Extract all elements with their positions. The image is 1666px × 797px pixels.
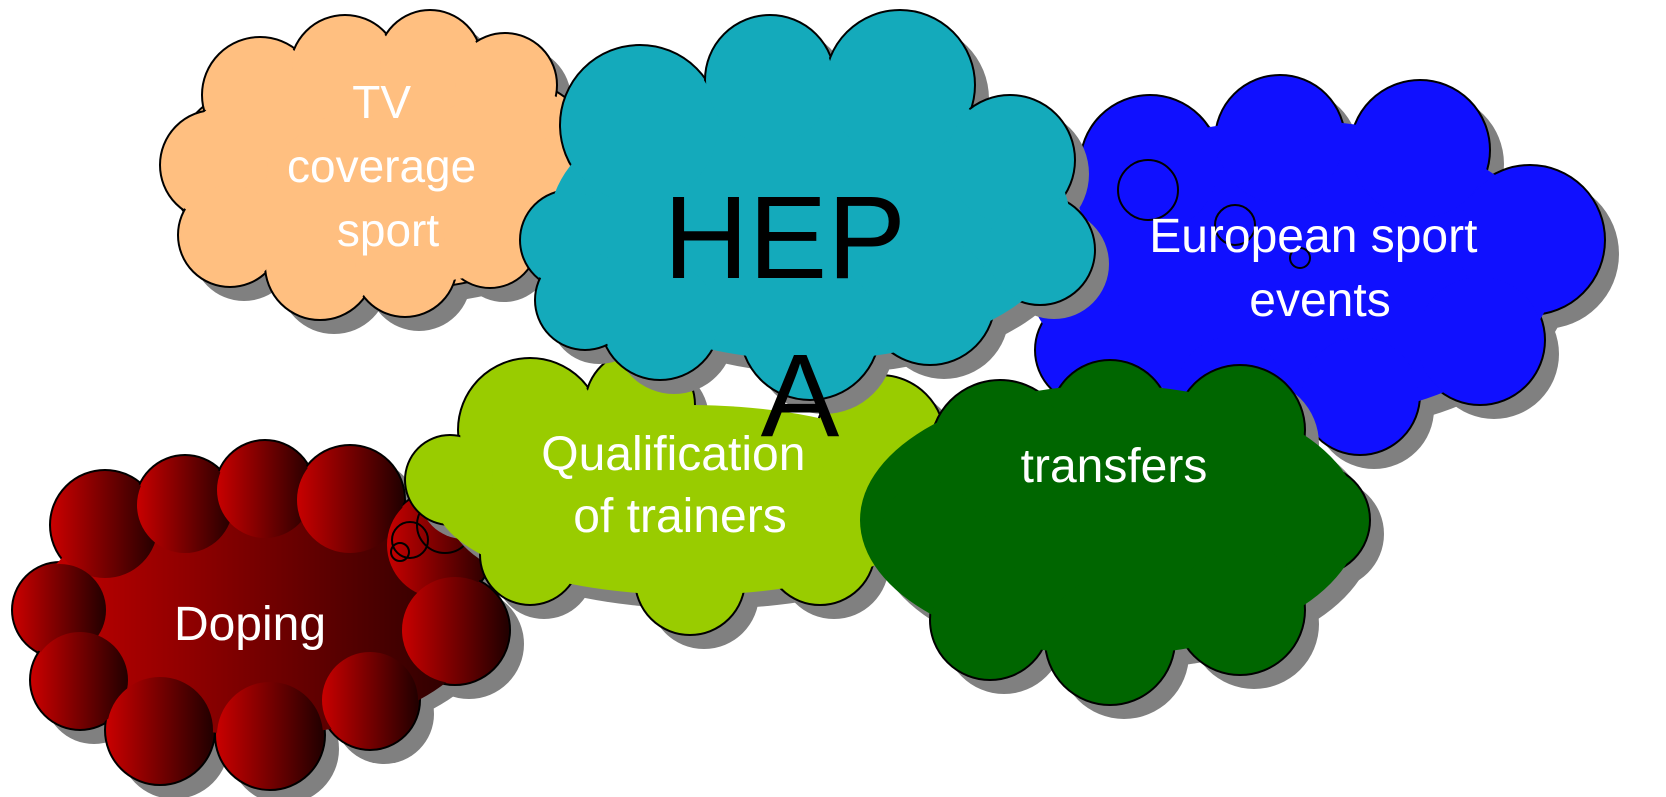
label-line: sport [337,204,439,256]
cloud-label-hepa: HEP A [663,172,936,462]
cloud-label-european: European sport events [1149,210,1491,327]
cloud-label-doping: Doping [174,598,326,651]
cloud-doping [11,439,528,797]
label-line: transfers [1021,440,1208,493]
label-line: Doping [174,598,326,651]
cloud-european-sport-events [1024,74,1619,469]
cloud-tv-coverage [159,9,627,334]
cloud-hepa [519,9,1109,414]
cloud-label-tv: TV coverage sport [287,76,489,256]
label-line: Qualification [541,428,805,481]
label-line: events [1249,274,1390,327]
label-line: HEP [663,172,904,304]
thought-bubbles [1117,159,1311,269]
label-line: of trainers [573,490,786,543]
label-line: TV [352,76,411,128]
cloud-label-qualification: Qualification of trainers [541,428,818,543]
label-line: European sport [1149,210,1477,263]
label-line: A [761,330,840,462]
label-line: coverage [287,140,476,192]
cloud-transfers [860,359,1384,719]
cloud-label-transfers: transfers [1021,440,1208,493]
